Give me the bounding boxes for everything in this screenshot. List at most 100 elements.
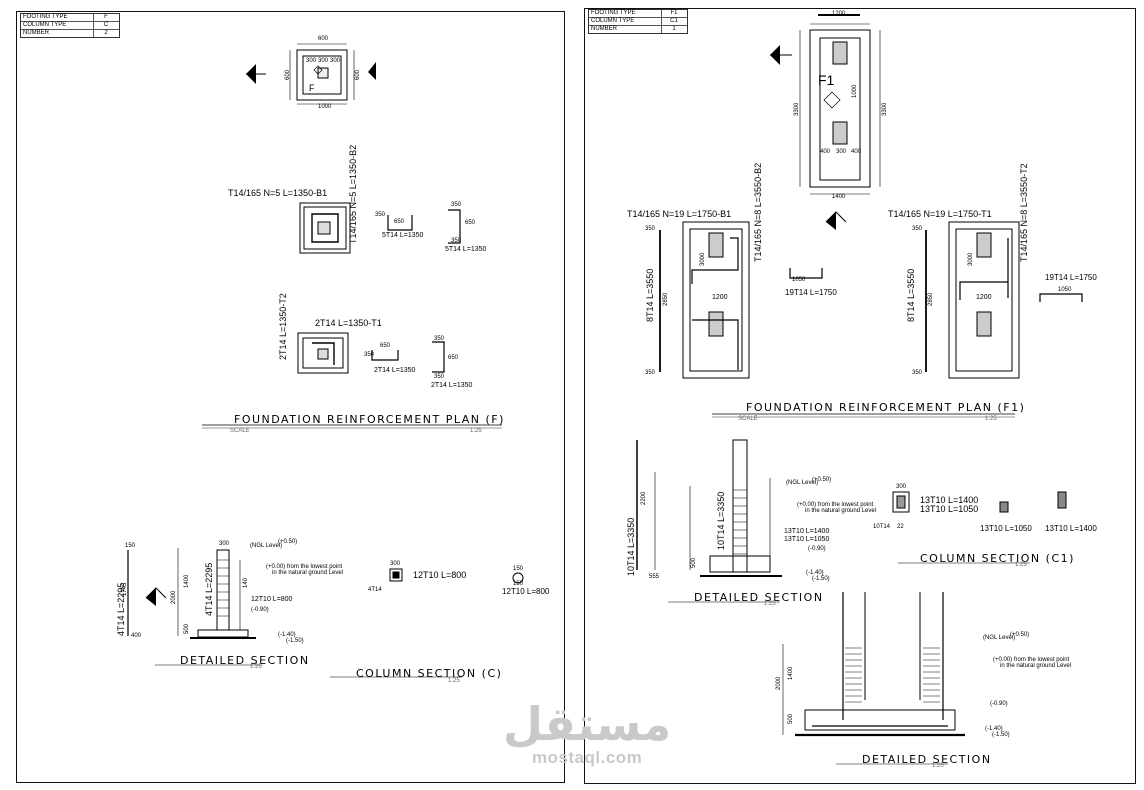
dim-side: 3300 bbox=[794, 102, 800, 116]
title-block-value: F1 bbox=[670, 10, 678, 16]
level-label: (-0.90) bbox=[251, 607, 269, 613]
column-dim: 150 bbox=[513, 566, 524, 572]
column-main-label: 4T14 bbox=[368, 587, 382, 593]
column-dim: 300 bbox=[390, 561, 401, 567]
title-block-value: C bbox=[103, 22, 109, 28]
level-label: (NGL Level) bbox=[983, 635, 1016, 641]
shape-dim: 350 bbox=[434, 336, 445, 342]
level-label: (+0.00) from the lowest point bbox=[266, 564, 343, 570]
level-label: (-0.90) bbox=[808, 546, 826, 552]
column-bar-label: 13T10 L=1050 bbox=[920, 504, 979, 514]
section-dim: 300 bbox=[219, 541, 230, 547]
inner-dim: 3000 bbox=[700, 252, 706, 266]
title-block-value: 2 bbox=[104, 30, 108, 36]
level-label: (+0.00) from the lowest point bbox=[993, 657, 1070, 663]
shape-dim: 350 bbox=[451, 202, 462, 208]
bar-label-t1: 2T14 L=1350-T1 bbox=[315, 318, 382, 328]
inner-dim: 350 bbox=[645, 370, 656, 376]
level-label: (-1.40) bbox=[278, 632, 296, 638]
level-label: (NGL Level) bbox=[786, 480, 819, 486]
bar-label-2t14: 2T14 L=1350 bbox=[431, 382, 473, 389]
drawing-sheet-left bbox=[16, 11, 565, 783]
bar-label-b2: T14/165 N=5 L=1350-B2 bbox=[348, 144, 358, 244]
column-dim: 300 bbox=[896, 484, 907, 490]
column-scale-right: 1:25 bbox=[1015, 562, 1027, 568]
column-ref: 22 bbox=[897, 524, 904, 530]
inner-dim: 1200 bbox=[712, 294, 728, 301]
column-title-right: COLUMN SECTION (C1) bbox=[920, 552, 1075, 565]
inner-dim: 350 bbox=[645, 226, 656, 232]
bar-label-2t14: 2T14 L=1350 bbox=[374, 367, 416, 374]
bar-label-main: 10T14 L=3350 bbox=[626, 517, 636, 576]
shape-dim: 650 bbox=[380, 343, 391, 349]
bar-label-5t14: 5T14 L=1350 bbox=[382, 232, 424, 239]
dim-side: 600 bbox=[355, 69, 361, 80]
level-label: (+0.00) from the lowest point bbox=[797, 502, 874, 508]
section-dim: 500 bbox=[691, 557, 697, 568]
inner-dim: 1050 bbox=[1058, 287, 1072, 293]
section-dim: 500 bbox=[788, 713, 794, 724]
bar-label-t2: 2T14 L=1350-T2 bbox=[278, 293, 288, 360]
bar-label-b2: T14/165 N=8 L=3550-B2 bbox=[753, 162, 763, 262]
shape-dim: 650 bbox=[465, 220, 476, 226]
inner-dim: 2850 bbox=[928, 292, 934, 306]
level-label: in the natural ground Level bbox=[805, 508, 877, 514]
plan-scale-right: 1:25 bbox=[985, 416, 997, 422]
section-dim: 150 bbox=[125, 543, 136, 549]
title-block-value: C1 bbox=[670, 18, 678, 24]
section-dim: 2000 bbox=[171, 590, 177, 604]
level-label: (+0.50) bbox=[278, 539, 298, 545]
level-label: (NGL Level) bbox=[250, 543, 283, 549]
bar-label-5t14: 5T14 L=1350 bbox=[445, 246, 487, 253]
title-block-label: COLUMN TYPE bbox=[589, 18, 662, 25]
plan-scale-left: 1:25 bbox=[470, 428, 482, 434]
shape-dim: 650 bbox=[448, 355, 459, 361]
dim-bottom: 1000 bbox=[318, 104, 332, 110]
bar-label-side: 8T14 L=3550 bbox=[645, 268, 655, 322]
level-label: (-1.50) bbox=[286, 638, 304, 644]
column-dim: 150 bbox=[513, 581, 524, 587]
section-dim: 140 bbox=[243, 577, 249, 588]
title-block-row: COLUMN TYPE C1 bbox=[589, 18, 687, 26]
column-bar-label: 12T10 L=800 bbox=[413, 570, 467, 580]
plan-title-right: FOUNDATION REINFORCEMENT PLAN (F1) bbox=[746, 401, 1026, 414]
level-label: in the natural ground Level bbox=[272, 570, 344, 576]
level-label: (+0.50) bbox=[812, 477, 832, 483]
plan-title-left: FOUNDATION REINFORCEMENT PLAN (F) bbox=[234, 413, 505, 426]
watermark-latin: mostaql.com bbox=[531, 748, 643, 767]
column-bar-label: 13T10 L=1400 bbox=[1045, 524, 1097, 533]
detail2-scale-right: 1:25 bbox=[932, 763, 944, 769]
shape-dim: 350 bbox=[451, 238, 462, 244]
dim-col: 300 bbox=[318, 58, 329, 64]
dim-inner: 400 bbox=[820, 149, 831, 155]
shape-dim: 350 bbox=[375, 212, 386, 218]
watermark: مستقل mostaql.com bbox=[503, 700, 671, 768]
section-dim: 555 bbox=[649, 574, 660, 580]
bar-label-side: 8T14 L=3550 bbox=[906, 268, 916, 322]
plan-scale-label-left: SCALE bbox=[230, 428, 250, 434]
bar-label-tie: 13T10 L=1400 bbox=[784, 528, 830, 535]
title-block-label: FOOTING TYPE bbox=[589, 10, 662, 17]
bar-label-19: 19T14 L=1750 bbox=[785, 288, 837, 297]
title-block-label: NUMBER bbox=[21, 30, 94, 37]
dim-col: 300 bbox=[330, 58, 341, 64]
dim-col: 300 bbox=[306, 58, 317, 64]
title-block-value: 1 bbox=[672, 26, 676, 32]
section-dim: 400 bbox=[131, 633, 142, 639]
section-dim: 2000 bbox=[776, 676, 782, 690]
bar-label-tie: 13T10 L=1050 bbox=[784, 536, 830, 543]
bar-label-t2: T14/165 N=8 L=3550-T2 bbox=[1019, 163, 1029, 262]
bar-label-main: 4T14 L=2295 bbox=[116, 582, 126, 636]
detail-title-left: DETAILED SECTION bbox=[180, 654, 310, 667]
plan-scale-label-right: SCALE bbox=[738, 416, 758, 422]
dim-side: 600 bbox=[285, 69, 291, 80]
inner-dim: 1050 bbox=[792, 277, 806, 283]
title-block-value: F bbox=[104, 14, 108, 20]
detail-scale-left: 1:25 bbox=[250, 664, 262, 670]
section-dim: 1400 bbox=[184, 574, 190, 588]
title-block-label: COLUMN TYPE bbox=[21, 22, 94, 29]
